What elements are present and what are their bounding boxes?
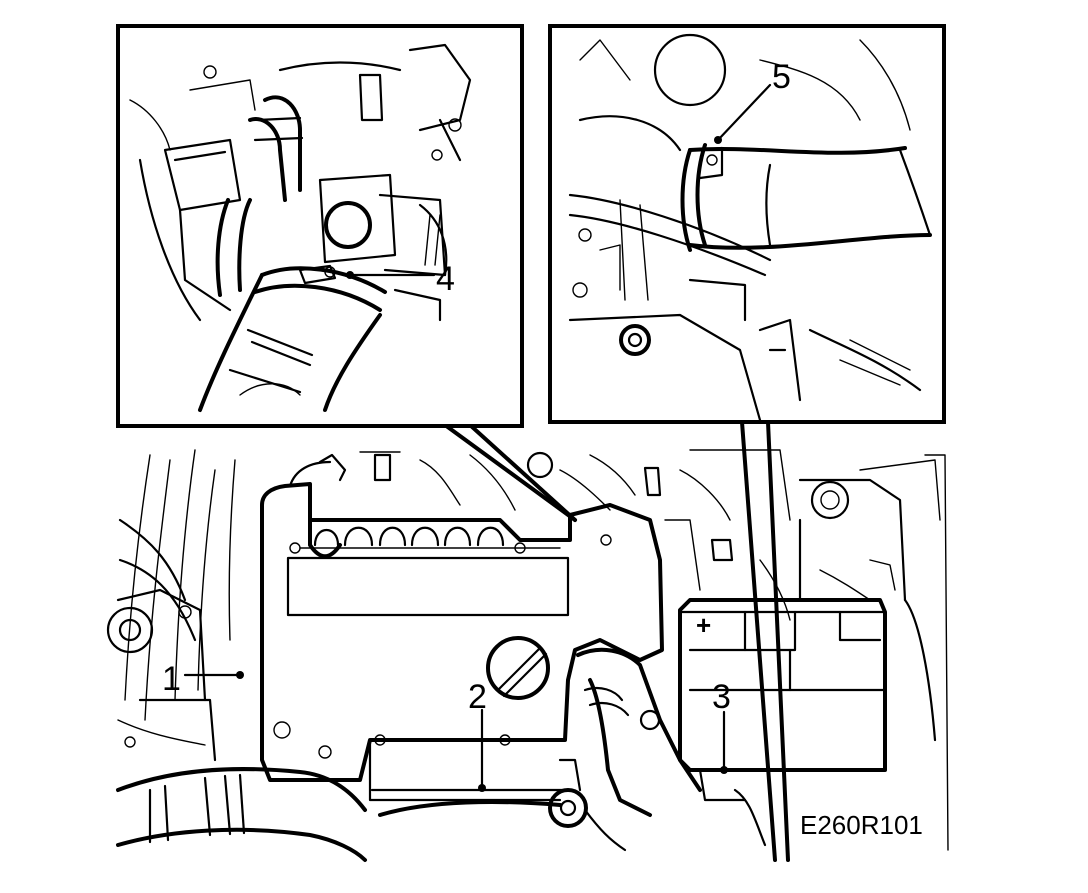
detail-view-intake-clamp bbox=[548, 24, 946, 862]
callout-2: 2 bbox=[468, 678, 487, 792]
callout-4: 4 bbox=[346, 260, 455, 298]
callout-5-label: 5 bbox=[772, 58, 791, 96]
battery-positive-symbol: + bbox=[696, 610, 711, 640]
callout-5: 5 bbox=[714, 58, 791, 144]
callout-3-label: 3 bbox=[712, 678, 731, 716]
callout-1: 1 bbox=[162, 660, 244, 698]
callout-1-label: 1 bbox=[162, 660, 181, 698]
callout-4-label: 4 bbox=[436, 260, 455, 298]
figure-reference-code: E260R101 bbox=[800, 810, 923, 840]
callout-3: 3 bbox=[712, 678, 731, 774]
engine-bay-drawing: + bbox=[106, 449, 949, 862]
detail-view-throttle-clamp bbox=[116, 24, 577, 522]
callout-2-label: 2 bbox=[468, 678, 487, 716]
